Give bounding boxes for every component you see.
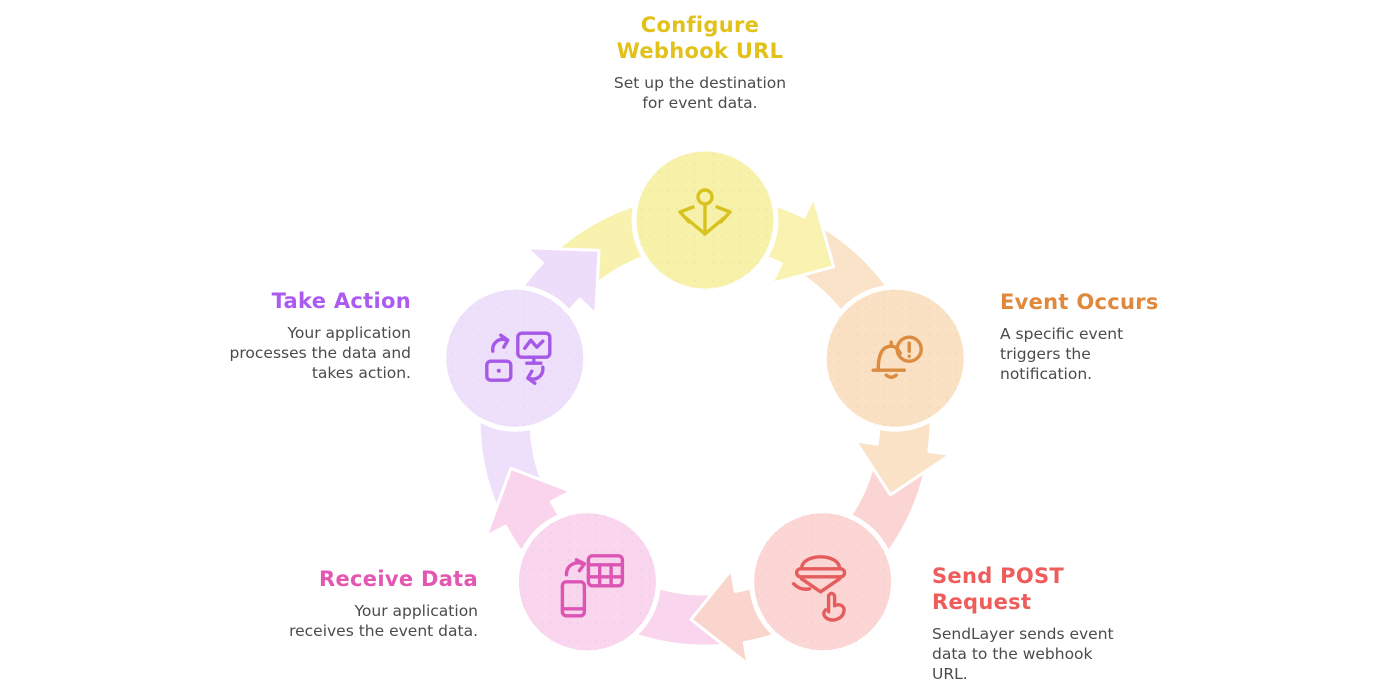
anchor-icon xyxy=(678,188,732,236)
step-label-receive-data: Receive Data Your application receives t… xyxy=(198,566,478,641)
step-description-take-action: Your application processes the data and … xyxy=(229,324,411,383)
device-sync-icon xyxy=(485,331,552,385)
step-description-send-post-request: SendLayer sends event data to the webhoo… xyxy=(932,625,1114,684)
phone-to-table-icon xyxy=(560,554,625,618)
tap-send-icon xyxy=(791,555,847,622)
step-label-configure-webhook-url: Configure Webhook URL Set up the destina… xyxy=(550,12,850,113)
step-title-receive-data: Receive Data xyxy=(319,567,478,591)
step-description-configure-webhook-url: Set up the destination for event data. xyxy=(613,74,787,113)
step-circles xyxy=(441,146,969,656)
step-title-event-occurs: Event Occurs xyxy=(1000,290,1159,314)
step-label-send-post-request: Send POST Request SendLayer sends event … xyxy=(932,563,1162,684)
step-title-configure-webhook-url: Configure Webhook URL xyxy=(616,13,784,64)
texture-overlay xyxy=(824,287,967,430)
texture-overlay xyxy=(751,510,894,653)
bell-alert-icon xyxy=(871,335,923,379)
step-title-send-post-request: Send POST Request xyxy=(932,564,1065,615)
step-label-event-occurs: Event Occurs A specific event triggers t… xyxy=(1000,289,1210,384)
step-description-event-occurs: A specific event triggers the notificati… xyxy=(1000,325,1124,384)
texture-overlay xyxy=(443,287,586,430)
step-description-receive-data: Your application receives the event data… xyxy=(289,602,478,641)
step-title-take-action: Take Action xyxy=(271,289,411,313)
step-label-take-action: Take Action Your application processes t… xyxy=(151,288,411,383)
